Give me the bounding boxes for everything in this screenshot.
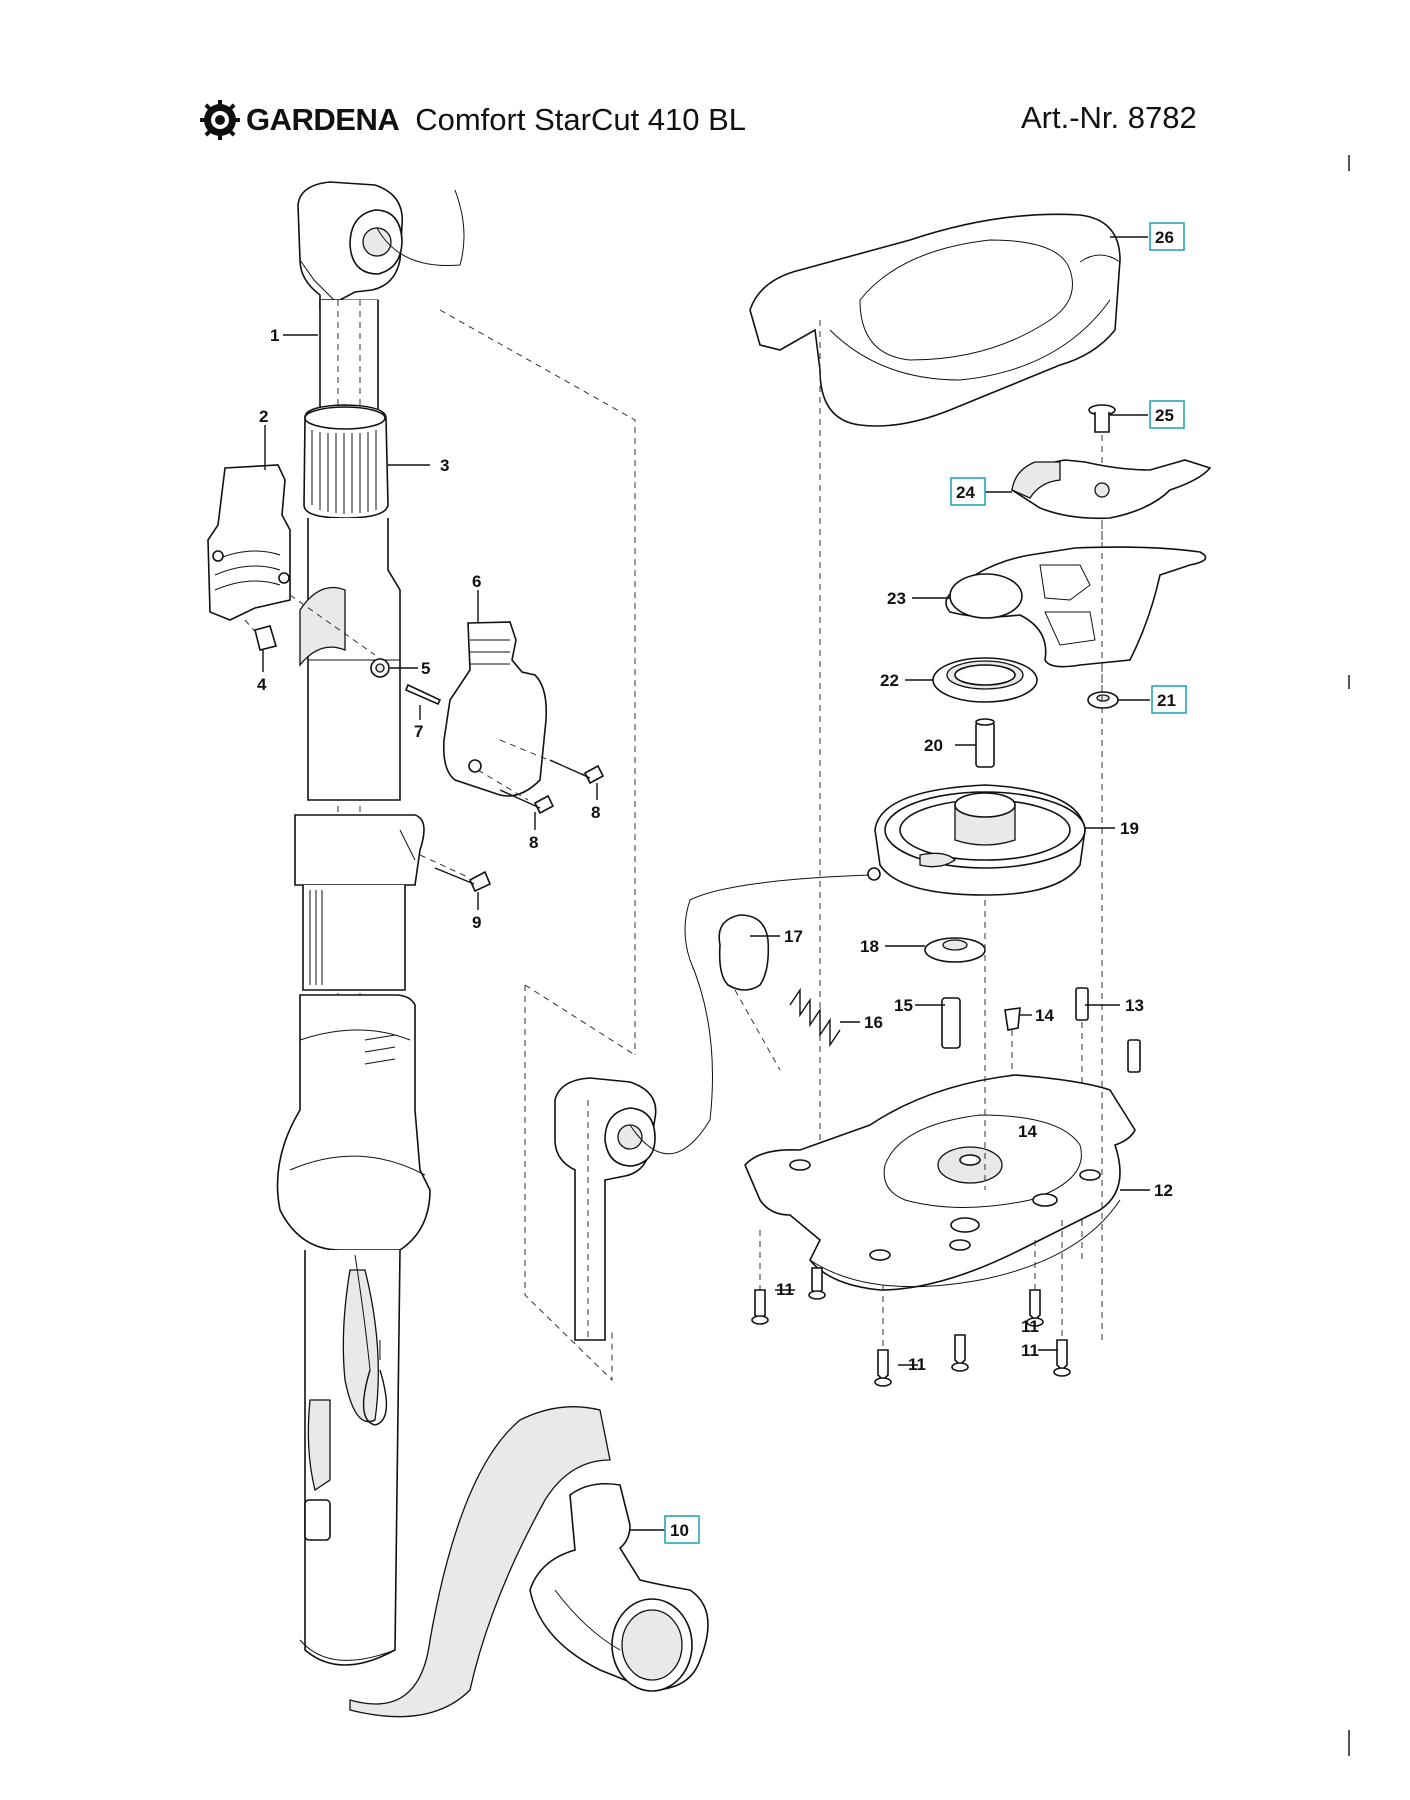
header-brand: GARDENA Comfort StarCut 410 BL — [200, 100, 746, 140]
pin-part-20 — [975, 718, 995, 768]
callout-21: 21 — [1157, 691, 1176, 710]
callout-4: 4 — [257, 675, 267, 694]
callout-16: 16 — [864, 1013, 883, 1032]
grip-part-10 — [529, 1482, 709, 1692]
callout-8b: 8 — [529, 833, 538, 852]
washer-part-18 — [924, 937, 986, 963]
callout-14a: 14 — [1035, 1006, 1054, 1025]
gardena-gear-logo-icon — [200, 100, 240, 140]
callout-20: 20 — [924, 736, 943, 755]
spring-part-16 — [789, 987, 841, 1048]
model-name: Comfort StarCut 410 BL — [415, 102, 747, 137]
leader-lines — [262, 236, 1150, 1531]
scan-edge-mark — [1348, 155, 1350, 171]
pin-part-13 — [1075, 987, 1141, 1260]
callout-11b: 11 — [908, 1355, 926, 1374]
callout-3: 3 — [440, 456, 449, 475]
callout-2: 2 — [259, 407, 268, 426]
screw-part-14 — [1004, 1007, 1021, 1080]
scan-edge-mark — [1348, 1730, 1350, 1756]
callout-labels: 1 2 3 4 5 6 7 8 8 9 10 11 11 11 11 12 13… — [257, 228, 1176, 1540]
callout-13: 13 — [1125, 996, 1144, 1015]
callout-5: 5 — [421, 659, 430, 678]
pin-part-7 — [404, 683, 442, 706]
blade-part-24 — [1010, 459, 1212, 520]
pin-part-4 — [244, 619, 278, 651]
callout-11a: 11 — [776, 1280, 794, 1299]
screw-part-5 — [370, 658, 390, 678]
clamp-part-6 — [442, 621, 548, 801]
callout-7: 7 — [414, 722, 423, 741]
callout-11d: 11 — [1021, 1317, 1039, 1336]
callout-22: 22 — [880, 671, 899, 690]
locking-clip-part-2 — [207, 464, 376, 656]
callout-26: 26 — [1155, 228, 1174, 247]
callout-9: 9 — [472, 913, 481, 932]
housing-part-12 — [744, 1074, 1136, 1291]
pin-part-15 — [941, 997, 961, 1049]
telescopic-shaft — [276, 181, 465, 1666]
highlight-boxes — [664, 222, 1187, 1544]
callout-1: 1 — [270, 326, 279, 345]
callout-18: 18 — [860, 937, 879, 956]
article-number: Art.-Nr. 8782 — [1021, 100, 1197, 135]
spool-part-19 — [874, 784, 1086, 896]
callout-24: 24 — [956, 483, 975, 502]
brand-name: GARDENA — [246, 102, 400, 137]
callout-8a: 8 — [591, 803, 600, 822]
screws-part-11 — [751, 1220, 1071, 1387]
blade-part-23 — [945, 546, 1207, 668]
bearing-part-22 — [932, 657, 1038, 703]
callout-12: 12 — [1154, 1181, 1173, 1200]
housing-cover-part-26 — [749, 213, 1121, 1255]
callout-6: 6 — [472, 572, 481, 591]
callout-17: 17 — [784, 927, 803, 946]
shaft-detail — [439, 309, 881, 1382]
callout-10: 10 — [670, 1521, 689, 1540]
cam-part-17 — [718, 914, 781, 1071]
callout-25: 25 — [1155, 406, 1174, 425]
callout-23: 23 — [887, 589, 906, 608]
screws-part-8 — [499, 739, 605, 815]
scan-edge-mark — [1348, 675, 1350, 689]
callout-14b: 14 — [1018, 1122, 1037, 1141]
callout-15: 15 — [894, 996, 913, 1015]
callout-19: 19 — [1120, 819, 1139, 838]
screw-part-9 — [419, 854, 492, 893]
wrist-strap — [349, 1254, 611, 1718]
callout-11c: 11 — [1021, 1341, 1039, 1360]
nut-part-21 — [1087, 691, 1119, 709]
